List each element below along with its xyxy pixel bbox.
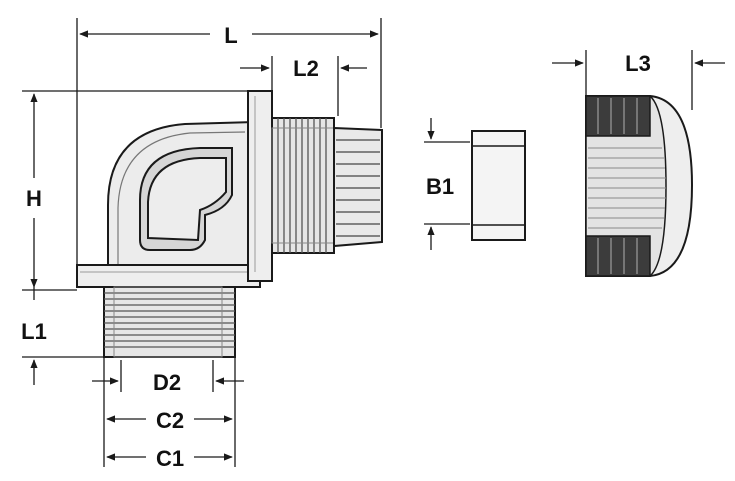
- label-l1: L1: [21, 319, 47, 344]
- dimension-lines: [22, 18, 725, 467]
- label-l3: L3: [625, 51, 651, 76]
- label-l: L: [224, 23, 237, 48]
- label-b1: B1: [426, 174, 454, 199]
- label-h: H: [26, 186, 42, 211]
- elbow-body: [76, 90, 273, 288]
- label-c2: C2: [156, 408, 184, 433]
- side-thread: [271, 117, 335, 254]
- label-c1: C1: [156, 446, 184, 471]
- bottom-thread: [103, 286, 236, 358]
- label-d2: D2: [153, 370, 181, 395]
- label-l2: L2: [293, 56, 319, 81]
- dome-cap-nut: [585, 95, 694, 277]
- seal-insert: [471, 130, 526, 241]
- collet-fingers: [333, 126, 383, 248]
